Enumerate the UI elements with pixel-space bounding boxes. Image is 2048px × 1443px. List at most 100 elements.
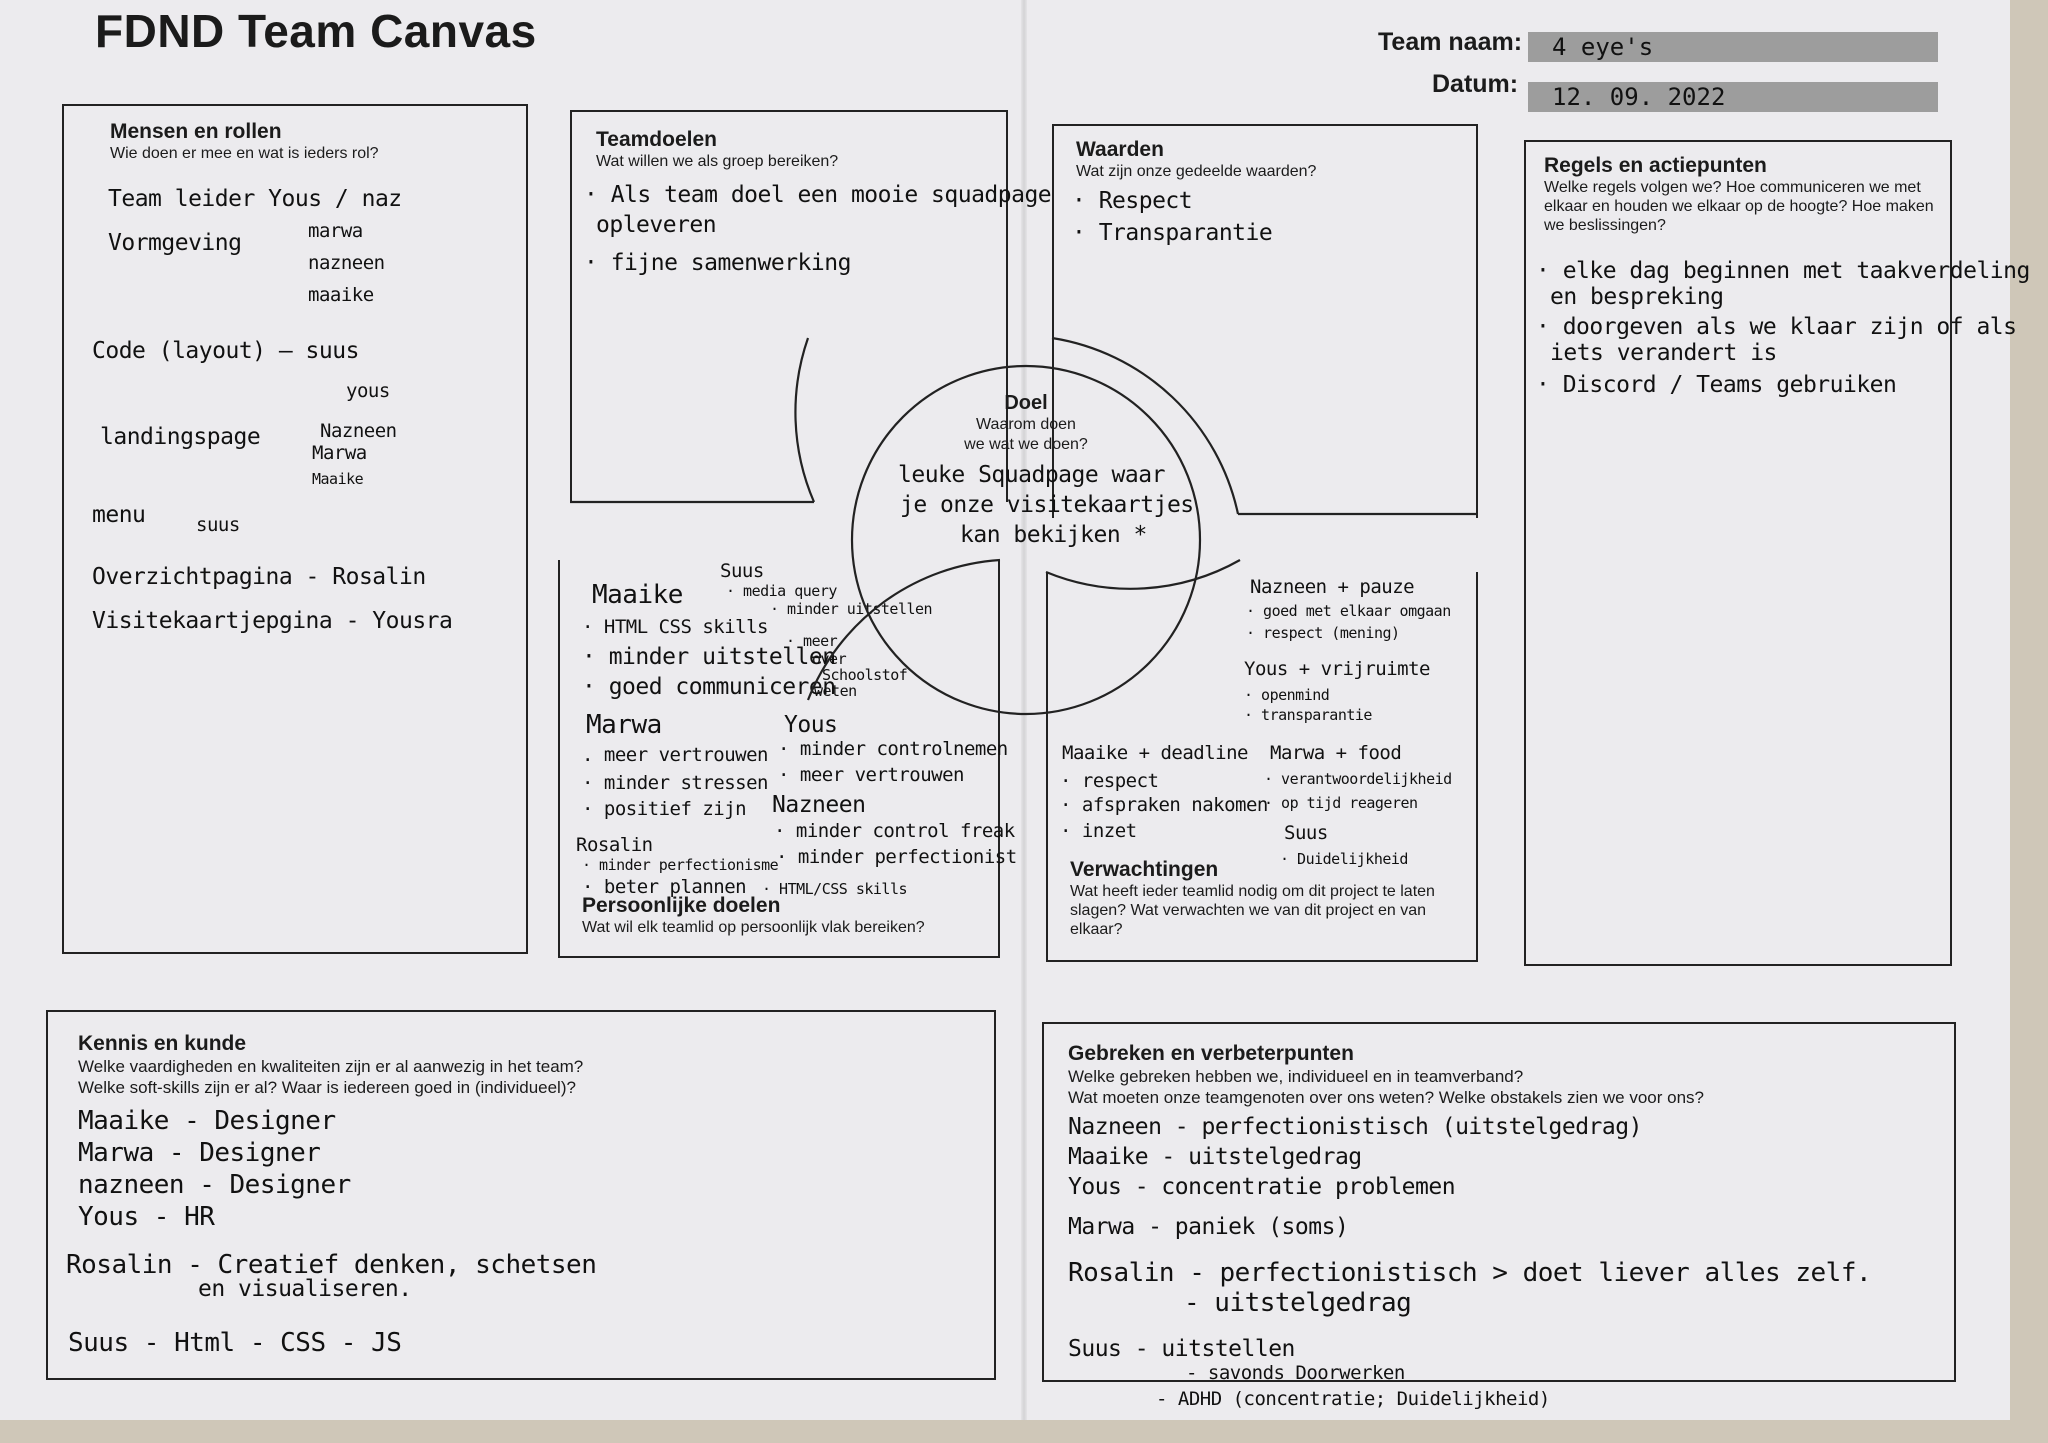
kennis-subtitle-2: Welke soft-skills zijn er al? Waar is ie… — [78, 1078, 576, 1097]
kennis-subtitle-1: Welke vaardigheden en kwaliteiten zijn e… — [78, 1057, 584, 1076]
teamdoelen-subtitle: Wat willen we als groep bereiken? — [596, 153, 839, 170]
teamdoelen-box: Teamdoelen Wat willen we als groep berei… — [570, 110, 1052, 502]
mensen-line: menu — [92, 502, 146, 528]
persoonlijk-line: weten — [814, 682, 857, 700]
doel-subtitle-2: we wat we doen? — [964, 436, 1088, 453]
verwachtingen-line: · Duidelijkheid — [1280, 850, 1408, 868]
canvas-paper: FDND Team Canvas Team naam: 4 eye's Datu… — [0, 0, 2030, 1420]
verwachtingen-line: Yous + vrijruimte — [1244, 658, 1430, 680]
mensen-subtitle: Wie doen er mee en wat is ieders rol? — [110, 145, 379, 162]
persoonlijk-line: · media query — [726, 582, 837, 600]
date-label: Datum: — [1432, 70, 1519, 98]
team-name-label: Team naam: — [1378, 28, 1523, 56]
persoonlijk-line: Maaike — [592, 580, 683, 610]
kennis-box: Kennis en kunde Welke vaardigheden en kw… — [46, 1010, 996, 1380]
verwachtingen-line: Suus — [1284, 822, 1328, 844]
persoonlijk-line: Marwa — [586, 710, 662, 740]
verwachtingen-line: Marwa + food — [1270, 742, 1402, 764]
persoonlijk-subtitle: Wat wil elk teamlid op persoonlijk vlak … — [582, 919, 925, 936]
mensen-box: Mensen en rollen Wie doen er mee en wat … — [62, 104, 528, 954]
gebreken-subtitle-2: Wat moeten onze teamgenoten over ons wet… — [1068, 1088, 1704, 1107]
persoonlijk-line: · minder stressen — [582, 772, 768, 794]
verwachtingen-line: · inzet — [1060, 820, 1137, 842]
regels-line: iets verandert is — [1550, 340, 1777, 366]
date-value: 12. 09. 2022 — [1528, 82, 1938, 112]
persoonlijk-line: · minder perfectionist — [776, 846, 1017, 868]
doel-line: je onze visitekaartjes — [900, 492, 1194, 518]
persoonlijk-line: · meer — [786, 632, 838, 650]
doel-subtitle-1: Waarom doen — [976, 416, 1076, 433]
mensen-line: yous — [346, 380, 390, 402]
kennis-title: Kennis en kunde — [78, 1032, 247, 1055]
persoonlijk-line: . meer vertrouwen — [582, 744, 768, 766]
verwachtingen-line: · transparantie — [1244, 706, 1372, 724]
persoonlijk-line: · minder uitstellen — [582, 644, 836, 670]
doel-line: leuke Squadpage waar — [898, 462, 1165, 488]
team-name-value: 4 eye's — [1528, 32, 1938, 62]
waarden-title: Waarden — [1076, 138, 1164, 161]
mensen-line: Code (layout) — suus — [92, 338, 359, 364]
regels-subtitle: Welke regels volgen we? Hoe communiceren… — [1544, 179, 1934, 234]
verwachtingen-line: · respect — [1060, 770, 1159, 792]
verwachtingen-line: · goed met elkaar omgaan — [1246, 602, 1451, 620]
waarden-line: · Transparantie — [1072, 220, 1273, 246]
verwachtingen-line: · op tijd reageren — [1264, 794, 1418, 812]
persoonlijk-line: · HTML CSS skills — [582, 616, 768, 638]
teamdoelen-line: opleveren — [596, 212, 717, 238]
persoonlijk-line: Yous — [784, 712, 838, 738]
persoonlijk-line: Schoolstof — [822, 666, 908, 684]
verwachtingen-title: Verwachtingen — [1070, 858, 1219, 881]
gebreken-line: - savonds Doorwerken — [1186, 1362, 1405, 1384]
kennis-line: Suus - Html - CSS - JS — [68, 1328, 402, 1358]
mensen-line: Team leider Yous / naz — [108, 186, 402, 212]
gebreken-line: - uitstelgedrag — [1184, 1288, 1412, 1318]
verwachtingen-line: · openmind — [1244, 686, 1330, 704]
gebreken-line: Marwa - paniek (soms) — [1068, 1214, 1349, 1240]
gebreken-line: - ADHD (concentratie; Duidelijkheid) — [1156, 1388, 1550, 1410]
regels-line: en bespreking — [1550, 284, 1724, 310]
doel-rings — [570, 336, 1478, 716]
kennis-line: nazneen - Designer — [78, 1170, 351, 1200]
persoonlijk-line: · meer vertrouwen — [778, 764, 964, 786]
mensen-line: Maaike — [312, 470, 364, 488]
persoonlijk-line: Suus — [720, 560, 764, 582]
mensen-line: suus — [196, 514, 240, 536]
gebreken-subtitle-1: Welke gebreken hebben we, individueel en… — [1068, 1067, 1524, 1086]
persoonlijk-line: Rosalin — [576, 834, 653, 856]
persoonlijk-line: · minder control freak — [774, 820, 1015, 842]
regels-line: · doorgeven als we klaar zijn of als — [1536, 314, 2017, 340]
mensen-line: Visitekaartjepgina - Yousra — [92, 608, 453, 634]
regels-line: · elke dag beginnen met taakverdeling — [1536, 258, 2030, 284]
gebreken-line: Maaike - uitstelgedrag — [1068, 1144, 1362, 1170]
doel-section: Doel Waarom doen we wat we doen? — [900, 392, 1152, 455]
gebreken-box: Gebreken en verbeterpunten Welke gebreke… — [1042, 1022, 1956, 1384]
teamdoelen-title: Teamdoelen — [596, 128, 717, 151]
verwachtingen-line: Nazneen + pauze — [1250, 576, 1415, 598]
persoonlijk-line: · minder perfectionisme — [582, 856, 779, 874]
waarden-subtitle: Wat zijn onze gedeelde waarden? — [1076, 163, 1317, 180]
regels-title: Regels en actiepunten — [1544, 154, 1767, 177]
kennis-line: Yous - HR — [78, 1202, 215, 1232]
regels-box: Regels en actiepunten Welke regels volge… — [1524, 140, 2030, 966]
mensen-line: Marwa — [312, 442, 367, 464]
mensen-line: Vormgeving — [108, 230, 242, 256]
gebreken-line: Suus - uitstellen — [1068, 1336, 1295, 1362]
paper-fold — [1021, 0, 1027, 1420]
verwachtingen-box: Nazneen + pauze · goed met elkaar omgaan… — [1046, 572, 1478, 962]
verwachtingen-subtitle: Wat heeft ieder teamlid nodig om dit pro… — [1070, 883, 1435, 938]
mensen-line: Overzichtpagina - Rosalin — [92, 564, 426, 590]
persoonlijk-title: Persoonlijke doelen — [582, 894, 781, 917]
verwachtingen-line: · afspraken nakomen — [1060, 794, 1268, 816]
gebreken-line: Nazneen - perfectionistisch (uitstelgedr… — [1068, 1114, 1642, 1140]
mensen-line: landingspage — [100, 424, 261, 450]
waarden-line: · Respect — [1072, 188, 1193, 214]
mensen-line: nazneen — [308, 252, 385, 274]
mensen-line: marwa — [308, 220, 363, 242]
teamdoelen-line: · fijne samenwerking — [584, 250, 851, 276]
persoonlijk-line: · minder uitstellen — [770, 600, 933, 618]
gebreken-line: Rosalin - perfectionistisch > doet lieve… — [1068, 1258, 1872, 1288]
mensen-line: maaike — [308, 284, 374, 306]
doel-line: kan bekijken * — [960, 522, 1147, 548]
kennis-line: Marwa - Designer — [78, 1138, 321, 1168]
persoonlijk-box: Maaike · HTML CSS skills · minder uitste… — [558, 560, 1017, 958]
